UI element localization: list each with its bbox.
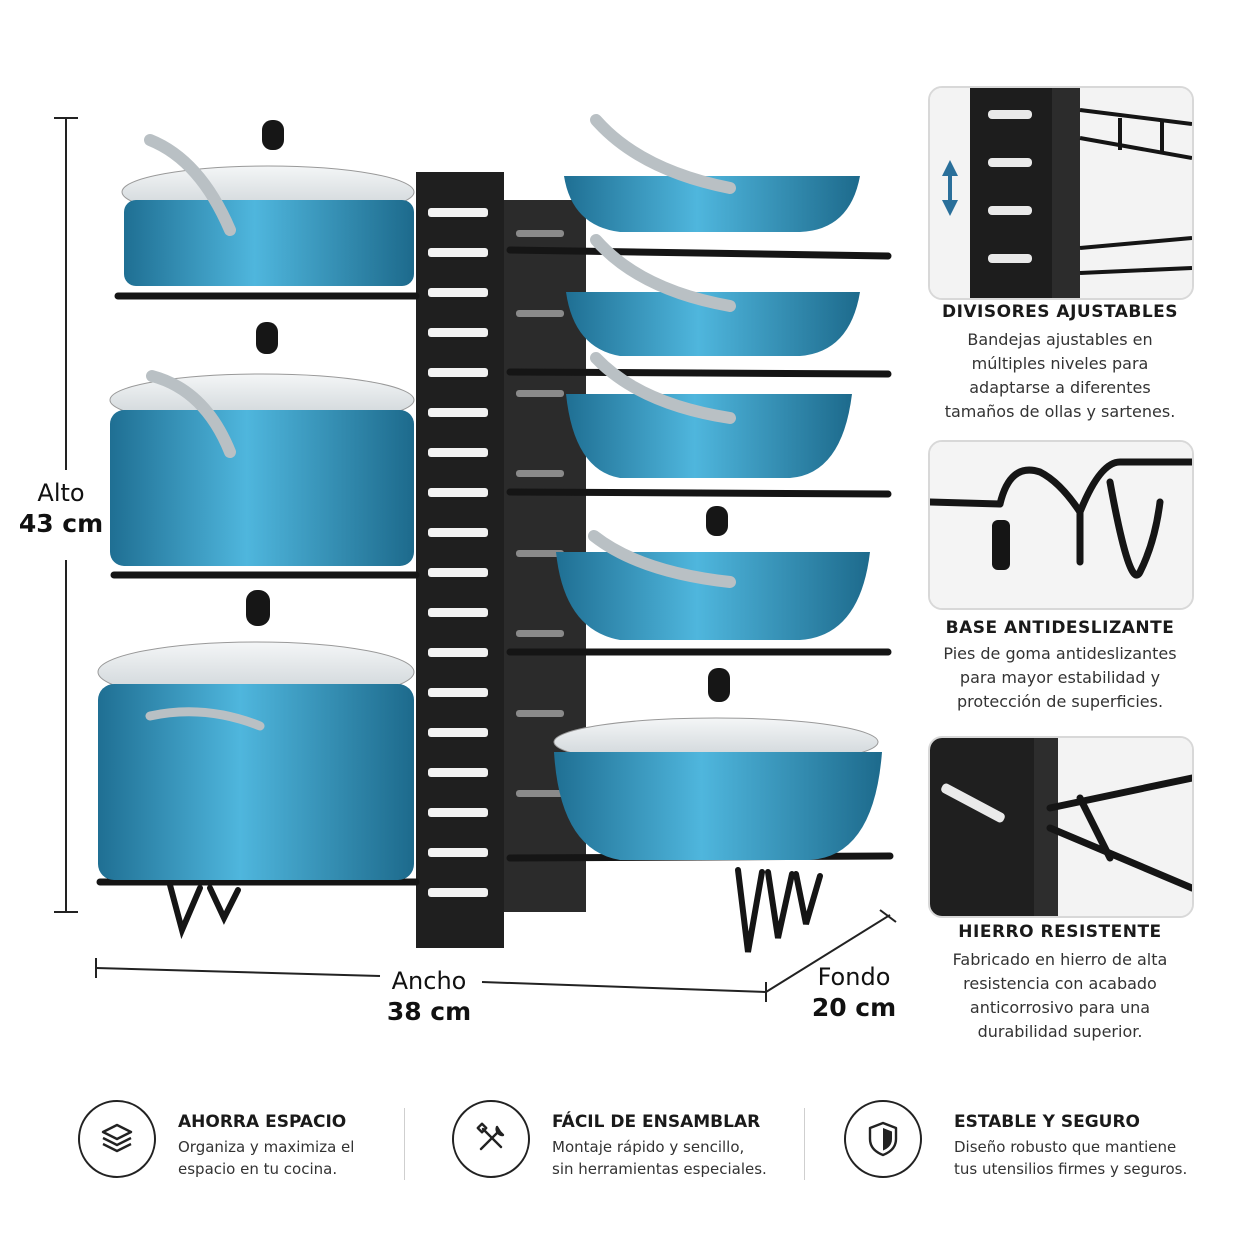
depth-value: 20 cm — [811, 993, 897, 1022]
pan-right-4 — [556, 506, 870, 640]
benefit-desc: Montaje rápido y sencillo, sin herramien… — [552, 1136, 767, 1180]
feature-desc-line: para mayor estabilidad y — [959, 668, 1161, 687]
height-label: Alto — [37, 479, 85, 507]
feature-card-resistant-iron — [928, 736, 1194, 918]
rack-feet — [167, 867, 823, 953]
feature-desc-line: tamaños de ollas y sartenes. — [944, 402, 1176, 421]
feature-desc-line: Fabricado en hierro de alta — [952, 950, 1168, 969]
benefit-divider — [404, 1108, 405, 1180]
rack-shelves — [96, 246, 894, 886]
height-value: 43 cm — [18, 509, 104, 538]
benefit-save-space: AHORRA ESPACIO Organiza y maximiza el es… — [78, 1100, 398, 1190]
benefit-desc-line: Montaje rápido y sencillo, — [552, 1138, 745, 1156]
width-dimension-label: Ancho 38 cm — [374, 966, 484, 1027]
feature-title-adjustable-dividers: DIVISORES AJUSTABLES — [941, 302, 1179, 322]
pot-rack-illustration — [54, 114, 897, 1002]
width-label: Ancho — [391, 967, 467, 995]
tools-icon — [452, 1100, 530, 1178]
width-dimension-line — [95, 958, 767, 1002]
feature-desc-line: protección de superficies. — [956, 692, 1164, 711]
pot-left-bottom — [97, 590, 415, 880]
benefit-desc-line: Diseño robusto que mantiene — [954, 1138, 1177, 1156]
depth-dimension-label: Fondo 20 cm — [804, 962, 904, 1023]
feature-desc-line: Pies de goma antideslizantes — [943, 644, 1177, 663]
height-dimension-label: Alto 43 cm — [14, 478, 108, 539]
pan-right-2 — [566, 234, 860, 356]
depth-label: Fondo — [817, 963, 891, 991]
benefit-desc-line: sin herramientas especiales. — [552, 1160, 767, 1178]
feature-title-resistant-iron: HIERRO RESISTENTE — [958, 922, 1162, 942]
feature-desc-line: resistencia con acabado — [963, 974, 1157, 993]
benefit-title: ESTABLE Y SEGURO — [954, 1112, 1140, 1132]
width-value: 38 cm — [386, 997, 472, 1026]
feature-desc-line: anticorrosivo para una — [969, 998, 1151, 1017]
adjustable-dividers-image — [930, 88, 1192, 298]
benefit-divider — [804, 1108, 805, 1180]
feature-desc-line: durabilidad superior. — [977, 1022, 1143, 1041]
layers-icon — [78, 1100, 156, 1178]
feature-desc-resistant-iron: Fabricado en hierro de alta resistencia … — [915, 948, 1205, 1044]
benefit-desc-line: tus utensilios firmes y seguros. — [954, 1160, 1188, 1178]
feature-desc-adjustable-dividers: Bandejas ajustables en múltiples niveles… — [915, 328, 1205, 424]
pot-left-top — [121, 120, 415, 286]
benefit-desc: Organiza y maximiza el espacio en tu coc… — [178, 1136, 354, 1180]
feature-card-adjustable-dividers — [928, 86, 1194, 300]
feature-desc-line: adaptarse a diferentes — [969, 378, 1151, 397]
pan-right-5 — [553, 668, 882, 860]
up-down-arrow-icon — [942, 160, 958, 216]
height-dimension-line — [54, 117, 78, 913]
feature-desc-line: Bandejas ajustables en — [967, 330, 1153, 349]
resistant-iron-image — [930, 738, 1192, 916]
pan-right-1 — [564, 114, 860, 232]
shield-icon — [844, 1100, 922, 1178]
feature-card-anti-slip-base — [928, 440, 1194, 610]
pot-left-middle — [109, 322, 415, 566]
rack-vertical-panel — [416, 172, 586, 948]
feature-title-anti-slip-base: BASE ANTIDESLIZANTE — [945, 618, 1175, 638]
benefit-easy-assembly: FÁCIL DE ENSAMBLAR Montaje rápido y senc… — [452, 1100, 782, 1190]
depth-dimension-line — [765, 909, 897, 993]
anti-slip-base-image — [930, 442, 1192, 608]
pan-right-3 — [566, 352, 852, 478]
feature-desc-anti-slip-base: Pies de goma antideslizantes para mayor … — [915, 642, 1205, 714]
benefit-title: FÁCIL DE ENSAMBLAR — [552, 1112, 761, 1132]
benefit-desc-line: espacio en tu cocina. — [178, 1160, 338, 1178]
benefit-title: AHORRA ESPACIO — [178, 1112, 347, 1132]
benefit-desc-line: Organiza y maximiza el — [178, 1138, 355, 1156]
benefit-desc: Diseño robusto que mantiene tus utensili… — [954, 1136, 1187, 1180]
benefit-stable-safe: ESTABLE Y SEGURO Diseño robusto que mant… — [844, 1100, 1204, 1190]
feature-desc-line: múltiples niveles para — [971, 354, 1149, 373]
